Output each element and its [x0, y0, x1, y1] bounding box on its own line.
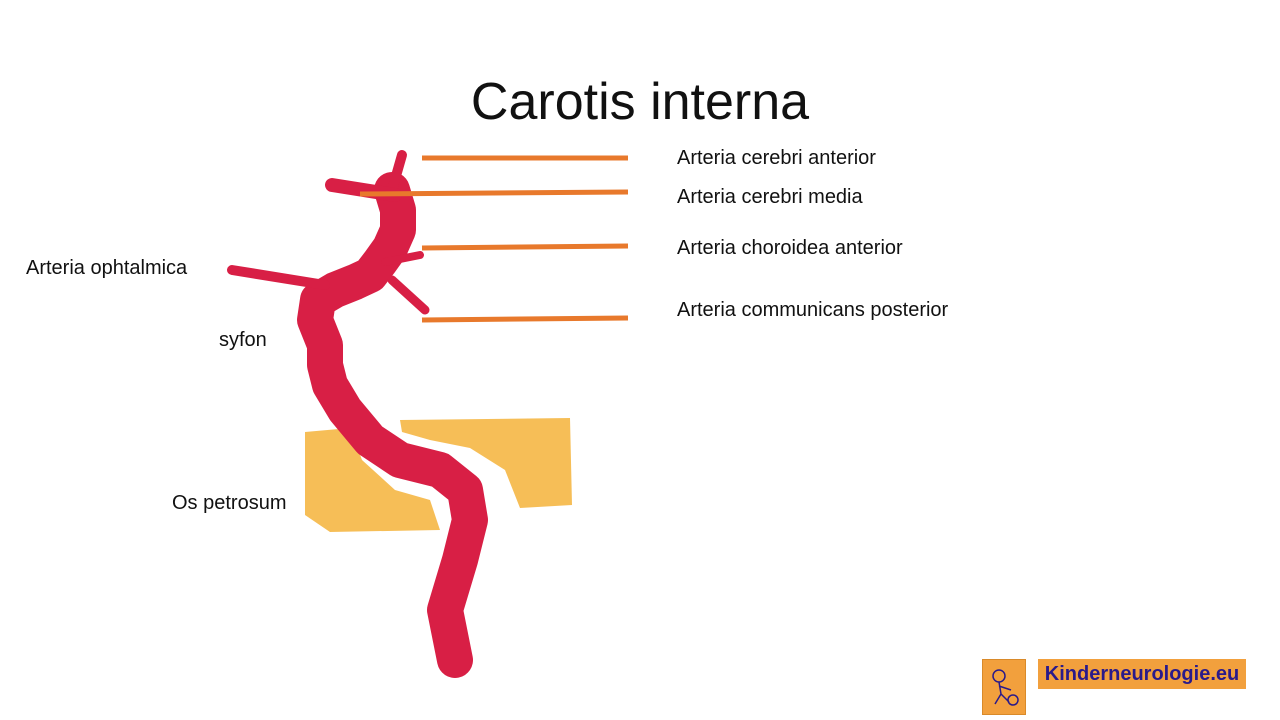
carotis-trunk-top: [387, 150, 407, 195]
leader-line-media: [359, 189, 629, 197]
choroidea-branch: [381, 251, 424, 266]
os-petrosum-bone: [305, 428, 440, 532]
brand-label: Kinderneurologie.eu: [1038, 659, 1246, 689]
label-os-petrosum: Os petrosum: [172, 492, 287, 514]
leader-line-choroidea: [421, 243, 629, 251]
figure-icon: [992, 669, 1019, 706]
slide-title: Carotis interna: [470, 73, 810, 131]
label-syfon: syfon: [219, 329, 267, 351]
label-ophtalmica: Arteria ophtalmica: [26, 257, 188, 279]
label-cerebri-media: Arteria cerebri media: [677, 186, 863, 208]
logo-icon: [982, 659, 1026, 715]
label-choroidea-anterior: Arteria choroidea anterior: [677, 237, 903, 259]
label-cerebri-anterior: Arteria cerebri anterior: [677, 147, 876, 169]
communicans-branch: [387, 275, 430, 315]
ophtalmica-branch: [227, 265, 330, 290]
os-petrosum-bone-upper: [400, 418, 572, 508]
leader-line-communicans: [421, 315, 629, 323]
carotis-trunk: [297, 172, 488, 678]
label-communicans-posterior: Arteria communicans posterior: [677, 299, 949, 321]
